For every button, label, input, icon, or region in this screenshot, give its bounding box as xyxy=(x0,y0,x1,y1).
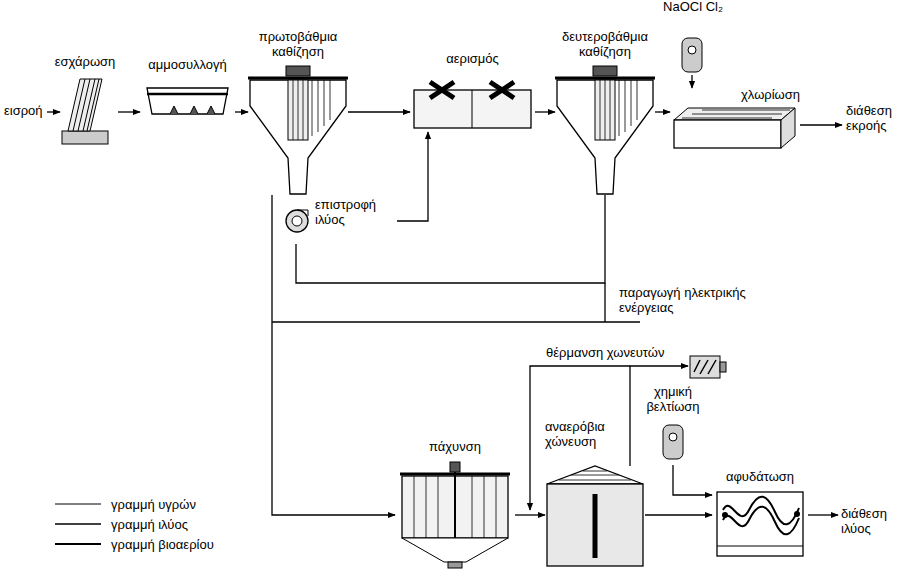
flow-label: θέρμανση χωνευτών xyxy=(545,346,665,361)
flow-label: διάθεση ιλύος xyxy=(840,507,908,537)
unit-label: αμμοσυλλογή xyxy=(128,58,247,73)
legend-entry: γραμμή υγρών xyxy=(55,496,196,512)
flow-connector xyxy=(691,75,692,88)
flow-connector xyxy=(296,195,605,283)
legend-text: γραμμή ιλύος xyxy=(111,517,188,532)
flow-label: εισροή xyxy=(3,104,44,119)
grit-chamber: αμμοσυλλογή xyxy=(140,58,235,128)
screen-unit-icon xyxy=(60,77,110,145)
flow-connector xyxy=(535,111,555,112)
primary-clarifier: πρωτοβάθμια καθίζηση xyxy=(248,30,348,195)
chemical-cylinder-icon xyxy=(680,34,704,74)
legend-entry: γραμμή βιοαερίου xyxy=(55,536,214,552)
unit-label: χλωρίωση xyxy=(670,88,800,103)
unit-label: αφυδάτωση xyxy=(700,470,820,485)
chemical-cylinder: χημική βελτίωση xyxy=(640,385,706,465)
unit-label: NaOCl Cl₂ xyxy=(656,0,730,15)
unit-label: εσχάρωση xyxy=(40,55,130,70)
thickener-icon xyxy=(400,462,510,570)
chemical-cylinder-icon xyxy=(661,421,685,461)
sludge-pump: επιστροφή ιλύος xyxy=(285,198,397,244)
biogas-line xyxy=(630,366,688,466)
chlorination-tank-icon xyxy=(672,106,797,148)
legend-text: γραμμή υγρών xyxy=(111,497,196,512)
unit-label: δευτεροβάθμια καθίζηση xyxy=(543,30,667,60)
thickener: πάχυνση xyxy=(395,440,515,572)
unit-label: χημική βελτίωση xyxy=(628,385,718,415)
anaerobic-digester: αναερόβια χώνευση xyxy=(545,420,645,570)
flow-connector xyxy=(515,514,545,515)
inflow-line xyxy=(47,111,60,112)
unit-label: αερισμός xyxy=(398,52,547,67)
secondary-clarifier-icon xyxy=(555,66,655,195)
secondary-clarifier: δευτεροβάθμια καθίζηση xyxy=(555,30,655,195)
legend-line xyxy=(55,499,101,509)
generator-symbol xyxy=(690,356,726,378)
sludge-pump-icon xyxy=(285,209,309,233)
aeration-tank: αερισμός xyxy=(410,52,535,132)
sludge-out-line xyxy=(808,514,838,515)
primary-clarifier-icon xyxy=(248,66,348,195)
dewatering-unit-icon xyxy=(715,490,805,558)
chlorination-tank: χλωρίωση xyxy=(670,88,800,150)
chemical-cylinder: NaOCl Cl₂ xyxy=(668,0,718,75)
flow-label: διάθεση εκροής xyxy=(845,104,909,134)
unit-label: αναερόβια χώνευση xyxy=(545,420,625,450)
flow-connector xyxy=(235,111,248,112)
flow-connector xyxy=(655,111,670,112)
flow-connector xyxy=(645,514,712,515)
flow-connector xyxy=(673,465,712,495)
flow-connector xyxy=(118,111,140,112)
flow-connector xyxy=(272,195,395,515)
legend-entry: γραμμή ιλύος xyxy=(55,516,188,532)
sludge-line xyxy=(272,283,640,322)
dewatering-unit: αφυδάτωση xyxy=(712,470,808,560)
legend-line xyxy=(55,539,101,549)
legend-text: γραμμή βιοαερίου xyxy=(111,537,214,552)
flow-label: παραγωγή ηλεκτρικής ενέργειας xyxy=(618,286,770,316)
flow-connector xyxy=(348,111,410,112)
flow-connector xyxy=(397,132,428,221)
anaerobic-digester-icon xyxy=(545,464,645,568)
unit-label: επιστροφή ιλύος xyxy=(315,198,397,228)
screen-unit: εσχάρωση xyxy=(52,55,118,147)
aeration-tank-icon xyxy=(412,78,533,130)
unit-label: πρωτοβάθμια καθίζηση xyxy=(236,30,360,60)
grit-chamber-icon xyxy=(145,84,230,118)
legend-line xyxy=(55,519,101,529)
unit-label: πάχυνση xyxy=(383,440,527,455)
effluent-line xyxy=(800,124,842,125)
